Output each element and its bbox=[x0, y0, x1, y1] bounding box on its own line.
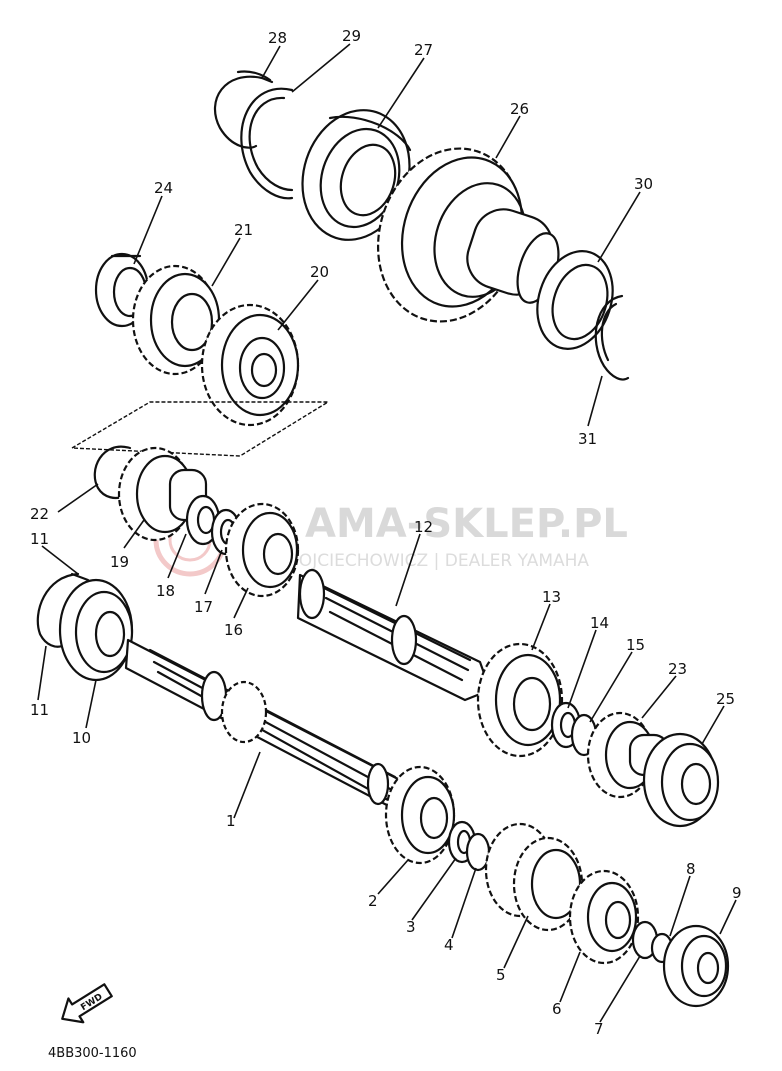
callout-18: 18 bbox=[156, 582, 175, 600]
callout-11-top: 11 bbox=[30, 530, 49, 548]
callout-28: 28 bbox=[268, 29, 287, 47]
callout-27: 27 bbox=[414, 41, 433, 59]
callout-11-bottom: 11 bbox=[30, 701, 49, 719]
callout-3: 3 bbox=[406, 918, 416, 936]
gear-5 bbox=[484, 822, 584, 932]
callout-12: 12 bbox=[414, 518, 433, 536]
callout-22: 22 bbox=[30, 505, 49, 523]
watermark-main: AMA-SKLEP.PL bbox=[305, 501, 628, 547]
gear-21 bbox=[131, 264, 221, 376]
main-axle-12 bbox=[296, 568, 492, 702]
callout-21: 21 bbox=[234, 221, 253, 239]
callout-1: 1 bbox=[226, 812, 236, 830]
callout-16: 16 bbox=[224, 621, 243, 639]
callout-26: 26 bbox=[510, 100, 529, 118]
gear-16 bbox=[224, 502, 300, 598]
bearing-25 bbox=[642, 732, 720, 828]
watermark-sub: WOJCIECHOWICZ | DEALER YAMAHA bbox=[282, 551, 589, 571]
callout-10: 10 bbox=[72, 729, 91, 747]
callout-4: 4 bbox=[444, 936, 454, 954]
callout-labels: 28 29 27 26 30 31 24 21 20 22 19 18 17 1… bbox=[30, 27, 742, 1038]
circlip-31 bbox=[594, 294, 630, 381]
callout-13: 13 bbox=[542, 588, 561, 606]
bearing-9 bbox=[662, 924, 730, 1008]
callout-15: 15 bbox=[626, 636, 645, 654]
callout-25: 25 bbox=[716, 690, 735, 708]
callout-23: 23 bbox=[668, 660, 687, 678]
callout-20: 20 bbox=[310, 263, 329, 281]
callout-17: 17 bbox=[194, 598, 213, 616]
circlip-22 bbox=[93, 445, 132, 499]
gear-26 bbox=[376, 147, 560, 323]
callout-8: 8 bbox=[686, 860, 696, 878]
gear-6 bbox=[568, 869, 640, 965]
gear-13 bbox=[476, 642, 564, 758]
callout-7: 7 bbox=[594, 1020, 604, 1038]
leader-lines bbox=[37, 43, 737, 1023]
bearing-10 bbox=[58, 578, 134, 682]
callout-14: 14 bbox=[590, 614, 609, 632]
gear-2 bbox=[384, 765, 456, 865]
assembly-bracket-outline bbox=[69, 401, 331, 457]
callout-6: 6 bbox=[552, 1000, 562, 1018]
callout-9: 9 bbox=[732, 884, 742, 902]
callout-19: 19 bbox=[110, 553, 129, 571]
fwd-arrow-icon: FWD bbox=[61, 983, 113, 1024]
main-shaft-1 bbox=[124, 638, 422, 814]
callout-29: 29 bbox=[342, 27, 361, 45]
collar-30 bbox=[536, 250, 614, 350]
callout-31: 31 bbox=[578, 430, 597, 448]
callout-24: 24 bbox=[154, 179, 173, 197]
bearing-27 bbox=[301, 109, 412, 241]
circlip-11 bbox=[36, 572, 90, 648]
gear-20 bbox=[200, 303, 300, 427]
callout-5: 5 bbox=[496, 966, 506, 984]
callout-30: 30 bbox=[634, 175, 653, 193]
circlip-28 bbox=[214, 70, 274, 149]
part-code: 4BB300-1160 bbox=[48, 1046, 137, 1061]
watermark: AMA-SKLEP.PL WOJCIECHOWICZ | DEALER YAMA… bbox=[153, 501, 628, 577]
circlip-29 bbox=[240, 87, 294, 200]
callout-2: 2 bbox=[368, 892, 378, 910]
